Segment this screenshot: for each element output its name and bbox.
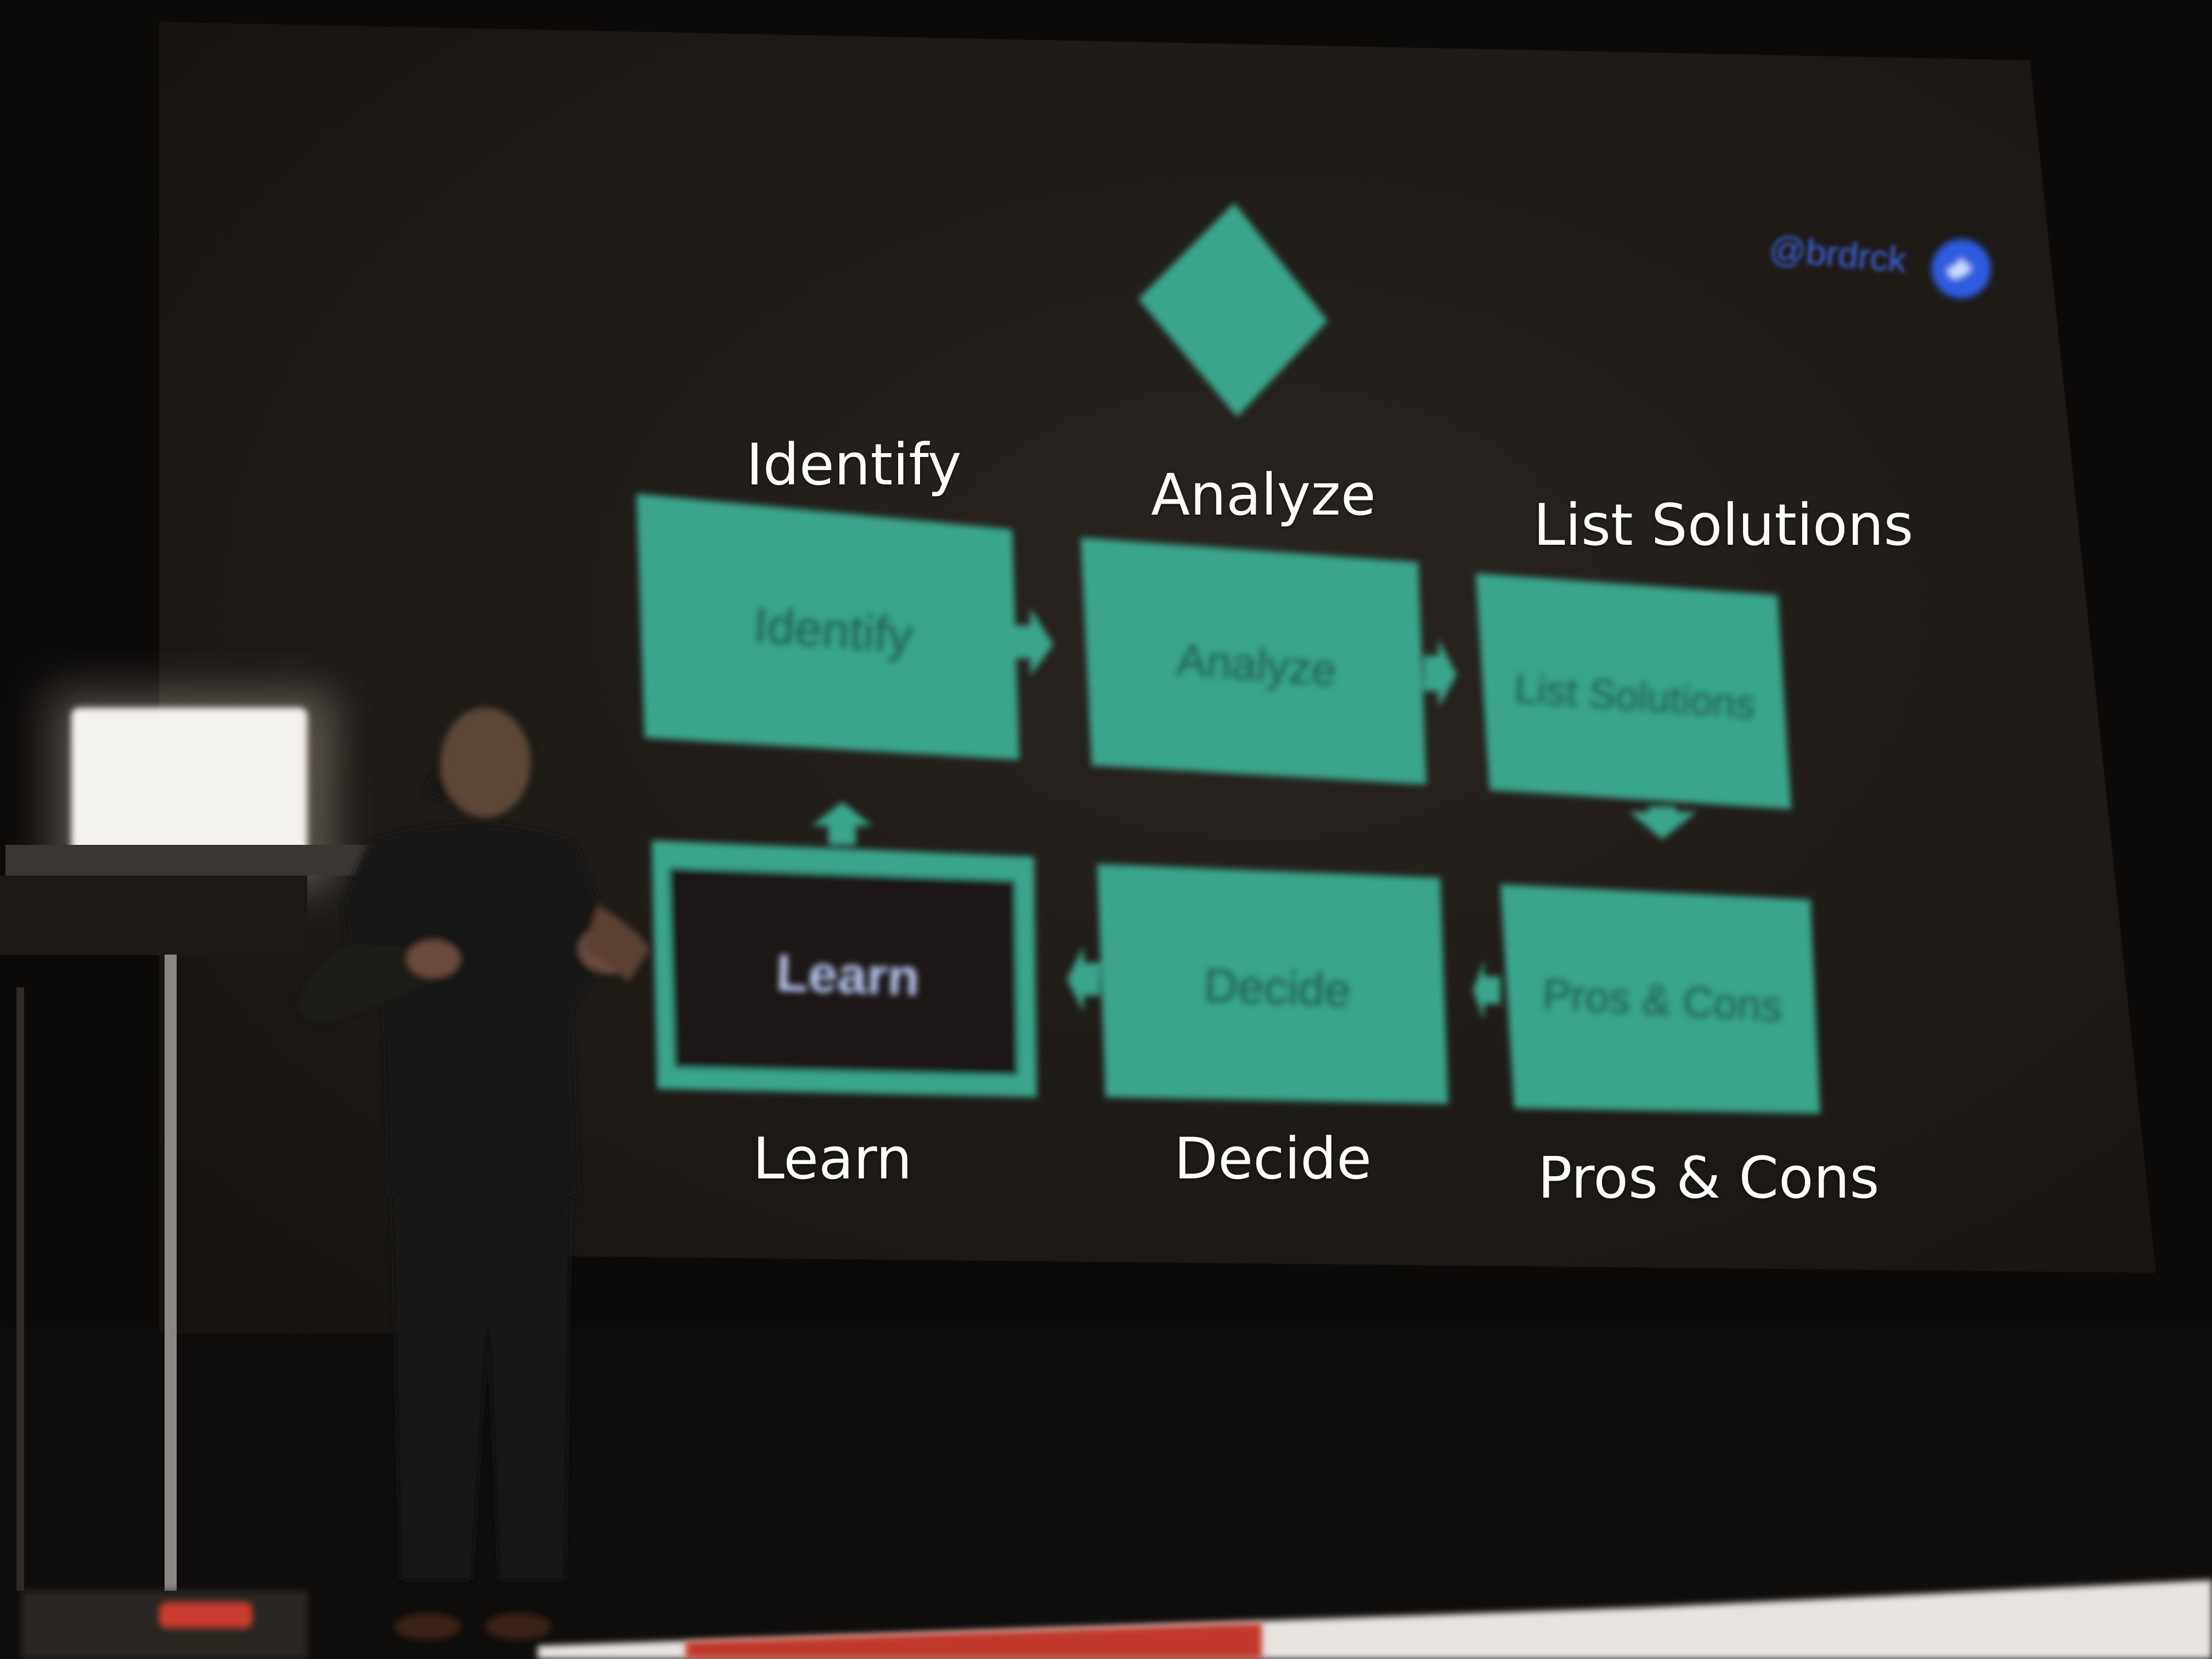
flow-boxes xyxy=(636,494,1820,1114)
podium-leg xyxy=(16,988,24,1591)
box-decide xyxy=(1097,864,1448,1104)
arrow-left-icon xyxy=(1067,946,1100,1012)
podium-stand xyxy=(165,955,177,1591)
stage-banner-red xyxy=(686,1623,1262,1659)
slide-label-learn: Learn xyxy=(775,943,921,1007)
box-list-solutions xyxy=(1476,573,1791,809)
box-analyze xyxy=(1081,538,1426,785)
arrow-up-icon xyxy=(812,802,872,845)
box-identify xyxy=(636,494,1019,760)
slide-label-identify: Identify xyxy=(752,598,914,664)
stage-clutter-red xyxy=(159,1602,252,1628)
box-learn-inner xyxy=(669,868,1018,1075)
overlay-label-pros-cons: Pros & Cons xyxy=(1538,1144,1880,1211)
overlay-label-learn: Learn xyxy=(753,1125,912,1192)
presenter xyxy=(299,708,650,1640)
arrow-right-icon xyxy=(1424,639,1457,708)
slide-label-decide: Decide xyxy=(1203,959,1352,1017)
overlay-label-identify: Identify xyxy=(746,431,962,498)
overlay-label-decide: Decide xyxy=(1174,1125,1372,1192)
diamond-icon xyxy=(1138,203,1328,417)
podium-shelf xyxy=(0,876,307,955)
slide-label-analyze: Analyze xyxy=(1175,635,1338,696)
laptop-screen xyxy=(71,708,307,864)
podium-top xyxy=(5,845,384,876)
arrow-down-icon xyxy=(1629,806,1696,839)
overlay-label-list-solutions: List Solutions xyxy=(1533,492,1914,558)
twitter-icon xyxy=(1932,239,1991,298)
arrow-right-icon xyxy=(1015,608,1053,676)
overlay-label-analyze: Analyze xyxy=(1151,461,1376,528)
box-pros-cons xyxy=(1500,884,1820,1114)
arrow-left-icon xyxy=(1473,960,1500,1020)
